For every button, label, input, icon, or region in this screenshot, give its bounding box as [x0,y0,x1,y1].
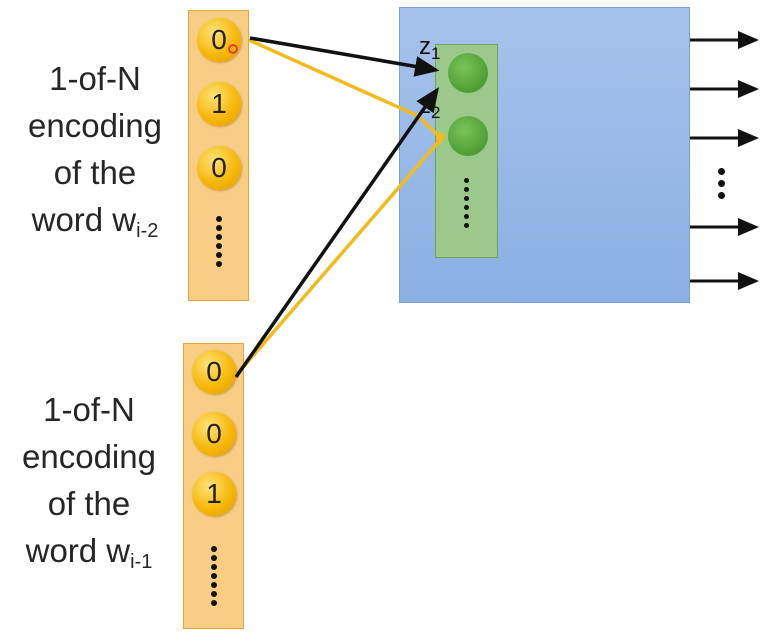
caption-line: encoding [22,438,156,475]
link-w-i-1-to-z1 [234,87,440,379]
link-junction-z2 [434,132,446,146]
ellipsis-icon [718,168,725,204]
caption-word: word w [31,201,137,238]
hidden-label-index: 1 [431,44,441,63]
cursor-marker-icon [228,44,238,54]
input-caption-w-i-2: 1-of-N encoding of the word wi-2 [0,55,190,255]
caption-line-word: word wi-1 [0,527,184,586]
caption-line: of the [53,154,137,191]
hidden-unit-z2 [448,116,488,156]
input-node: 0 [192,350,236,394]
caption-line: 1-of-N [43,391,135,428]
input-node: 1 [197,82,241,126]
hidden-unit-z1 [448,53,488,93]
caption-line: 1-of-N [49,60,141,97]
input-node: 0 [192,412,236,456]
caption-word: word w [25,532,131,569]
link-w-i-2-to-z1 [249,36,440,77]
input-node: 0 [197,18,241,62]
input-caption-w-i-1: 1-of-N encoding of the word wi-1 [0,386,184,586]
caption-subscript: i-1 [130,551,153,573]
ellipsis-icon [216,216,222,270]
caption-line-word: word wi-2 [0,196,190,255]
link-w-i-1-to-z2 [236,138,442,375]
caption-subscript: i-2 [136,220,159,242]
hidden-label-symbol: z [419,33,431,60]
caption-line: encoding [28,107,162,144]
caption-line: of the [47,485,131,522]
ellipsis-icon [464,178,470,232]
ellipsis-icon [211,546,217,609]
hidden-label-z1: z1 [419,33,440,64]
input-node: 1 [192,472,236,516]
input-node: 0 [197,146,241,190]
